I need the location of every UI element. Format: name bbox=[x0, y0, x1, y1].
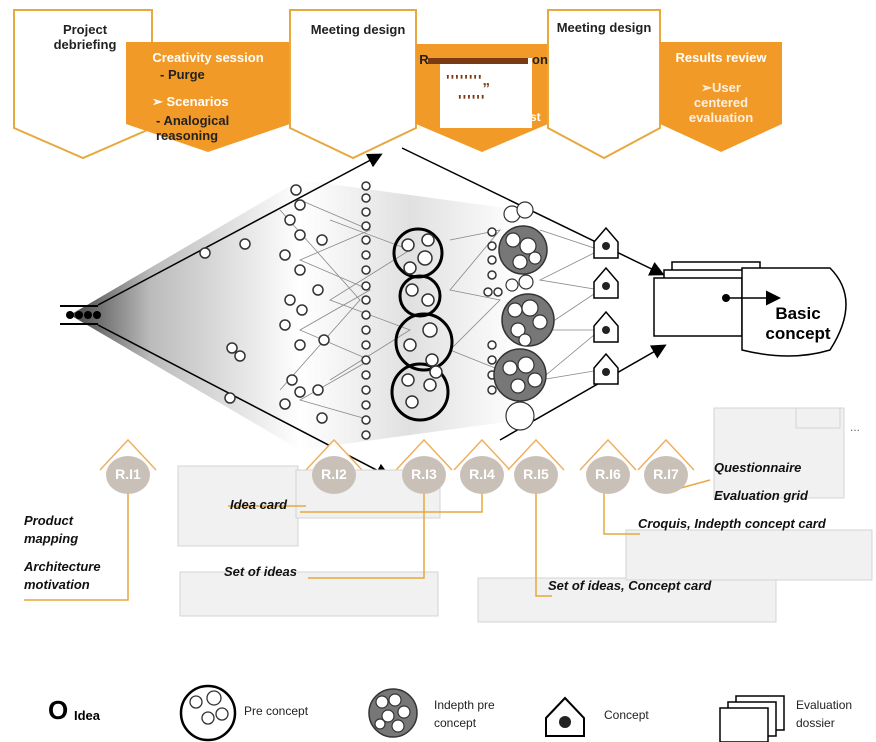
phase-creativity-session-item-1: - Purge bbox=[160, 67, 205, 82]
phase-review-partial-title: R bbox=[419, 52, 429, 67]
phase-meeting-design-2: Meeting design bbox=[556, 20, 652, 35]
note-architecture-motivation: Architecture motivation bbox=[24, 559, 101, 592]
note-evaluation-grid: Evaluation grid bbox=[714, 488, 808, 503]
legend-idea-label: Idea bbox=[74, 708, 101, 723]
phase-results-review-shape bbox=[660, 42, 782, 152]
ri-marker-label: R.I4 bbox=[469, 466, 495, 482]
phase-results-review-item: ➢User centered evaluation bbox=[688, 80, 754, 125]
ri-marker-label: R.I3 bbox=[411, 466, 437, 482]
legend-indepth-pre-concept-label: Indepth pre concept bbox=[434, 698, 495, 730]
legend-idea-symbol: O bbox=[48, 695, 69, 725]
phase-creativity-session-item-2: ➢ Scenarios bbox=[152, 94, 229, 109]
phase-creativity-session-shape bbox=[126, 42, 290, 152]
ri-marker: R.I1 bbox=[106, 456, 150, 494]
phase-meeting-design-1-shape bbox=[289, 9, 417, 160]
phase-meeting-design-2-shape bbox=[547, 9, 661, 160]
funnel-shape bbox=[70, 180, 300, 450]
phase-creativity-session-title: Creativity session bbox=[152, 50, 264, 65]
legend-concept-label: Concept bbox=[604, 708, 649, 722]
ri-marker-label: R.I5 bbox=[523, 466, 549, 482]
ri-marker-label: R.I1 bbox=[115, 466, 141, 482]
phase-meeting-design-1: Meeting design bbox=[310, 22, 406, 37]
basic-concept-shape bbox=[741, 267, 847, 357]
evaluation-dossier-stack bbox=[653, 261, 761, 337]
ri-marker-label: R.I2 bbox=[321, 466, 347, 482]
thumbnails bbox=[177, 407, 873, 623]
basic-concept-label: Basic concept bbox=[765, 304, 831, 343]
legend-evaluation-dossier-icon bbox=[719, 695, 785, 742]
ri-marker: R.I6 bbox=[586, 456, 630, 494]
ri-marker-label: R.I7 bbox=[653, 466, 679, 482]
note-questionnaire: Questionnaire bbox=[714, 460, 802, 475]
idea-dots bbox=[199, 181, 503, 440]
phase-project-debriefing-shape bbox=[13, 9, 153, 160]
phase-review-overlay bbox=[440, 58, 532, 128]
legend-pre-concept-label: Pre concept bbox=[244, 704, 309, 718]
phase-results-review-title: Results review bbox=[675, 50, 767, 65]
note-ellipsis: ... bbox=[850, 420, 861, 434]
ri-marker: R.I5 bbox=[514, 456, 558, 494]
phase-review-overlay-bar bbox=[428, 58, 528, 64]
note-set-of-ideas: Set of ideas bbox=[224, 564, 297, 579]
top-arrow bbox=[97, 153, 383, 306]
phase-review-dots-1: ''''''''„ bbox=[446, 72, 492, 89]
legend-pre-concept-icon bbox=[179, 684, 237, 742]
note-croquis: Croquis, Indepth concept card bbox=[638, 516, 826, 531]
pre-concept-group bbox=[390, 227, 454, 422]
ri-marker-label: R.I6 bbox=[595, 466, 621, 482]
note-set-of-ideas-concept-card: Set of ideas, Concept card bbox=[548, 578, 712, 593]
ri-marker: R.I7 bbox=[644, 456, 688, 494]
ri-marker: R.I3 bbox=[402, 456, 446, 494]
connector-lines bbox=[24, 479, 711, 601]
phase-review-title-tail: on bbox=[532, 52, 548, 67]
note-idea-card: Idea card bbox=[230, 497, 288, 512]
ri-marker: R.I4 bbox=[460, 456, 504, 494]
phase-review-dots-2: '''''' bbox=[458, 92, 486, 109]
ri-marker: R.I2 bbox=[312, 456, 356, 494]
phase-creativity-session-item-3: - Analogical reasoning bbox=[156, 113, 230, 143]
phase-review-sub-tail: st bbox=[530, 110, 541, 124]
phase-project-debriefing: Project debriefing bbox=[53, 22, 117, 52]
note-product-mapping: Product mapping bbox=[24, 513, 79, 546]
legend-evaluation-dossier-label: Evaluation dossier bbox=[796, 698, 853, 730]
concept-houses bbox=[593, 226, 619, 385]
